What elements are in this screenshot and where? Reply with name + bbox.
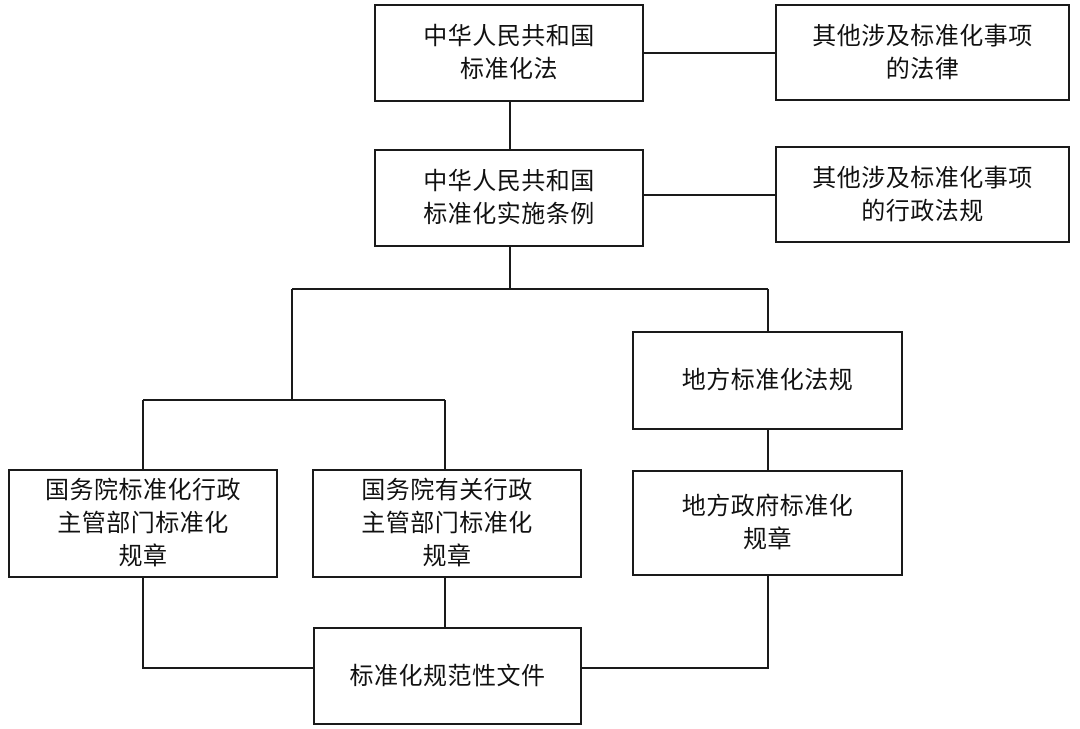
node-local-government-rules: 地方政府标准化 规章	[632, 470, 903, 576]
node-text-line: 规章	[422, 542, 472, 570]
connector-local-rules-to-documents	[581, 575, 769, 669]
node-text-line: 国务院有关行政	[361, 476, 533, 504]
node-state-council-related-rules: 国务院有关行政 主管部门标准化 规章	[312, 469, 582, 578]
node-text-line: 标准化规范性文件	[349, 661, 546, 690]
node-standardization-law: 中华人民共和国 标准化法	[374, 4, 644, 102]
node-text-line: 规章	[743, 525, 792, 553]
node-text-line: 主管部门标准化	[361, 509, 533, 537]
node-text-line: 中华人民共和国	[423, 22, 595, 50]
node-text-line: 规章	[118, 542, 168, 570]
node-normative-documents: 标准化规范性文件	[313, 627, 582, 725]
node-text-line: 的法律	[885, 54, 960, 83]
node-text-line: 国务院标准化行政	[45, 476, 241, 504]
node-text-line: 地方政府标准化	[681, 492, 854, 520]
node-text-line: 主管部门标准化	[57, 509, 229, 537]
node-local-regulations: 地方标准化法规	[632, 331, 903, 430]
connector-admin-rules-to-documents	[142, 577, 314, 669]
node-implementation-regulations: 中华人民共和国 标准化实施条例	[374, 149, 644, 247]
node-text-line: 地方标准化法规	[681, 366, 854, 394]
node-state-council-admin-rules: 国务院标准化行政 主管部门标准化 规章	[8, 469, 278, 578]
node-text-line: 标准化法	[460, 55, 558, 83]
node-text-line: 中华人民共和国	[423, 167, 595, 195]
node-text-line: 其他涉及标准化事项	[812, 163, 1033, 192]
node-text-line: 其他涉及标准化事项	[812, 21, 1033, 50]
node-other-laws: 其他涉及标准化事项 的法律	[775, 4, 1070, 101]
node-text-line: 的行政法规	[861, 196, 984, 225]
node-other-admin-regulations: 其他涉及标准化事项 的行政法规	[775, 146, 1070, 243]
node-text-line: 标准化实施条例	[423, 200, 595, 228]
